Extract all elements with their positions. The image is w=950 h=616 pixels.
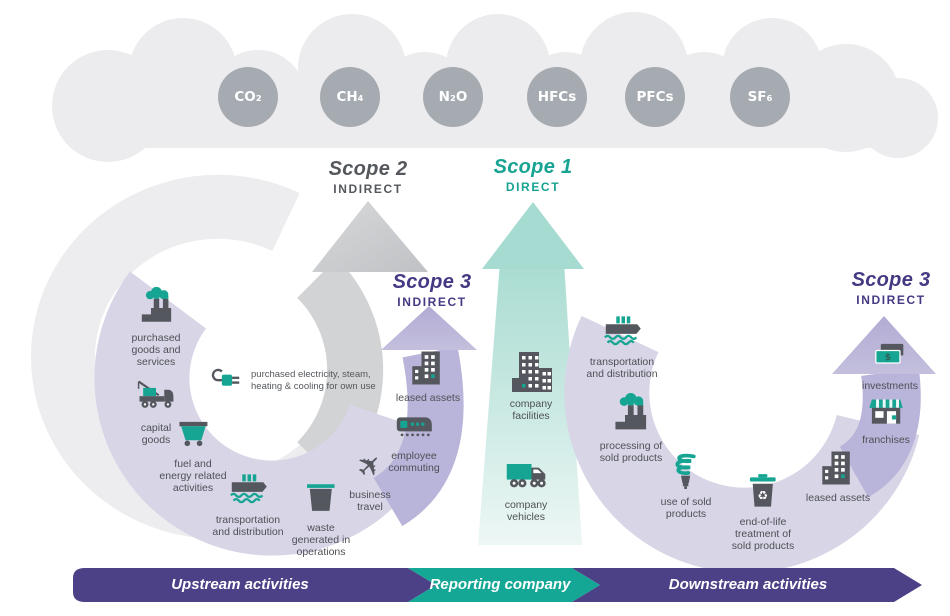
downstream-band-graphic bbox=[564, 315, 920, 573]
train-icon bbox=[393, 406, 435, 448]
truck-icon bbox=[504, 453, 548, 497]
scope1-title-block: Scope 1 DIRECT bbox=[494, 156, 573, 194]
activity-label: leased assets bbox=[805, 492, 871, 504]
scope2-title-block: Scope 2 INDIRECT bbox=[329, 158, 408, 196]
scope3-upstream-subtitle: INDIRECT bbox=[397, 295, 467, 309]
gas-badge-sf6: SF₆ bbox=[730, 67, 790, 127]
gas-badge-pfcs: PFCs bbox=[625, 67, 685, 127]
activity-leased-assets-downstream: leased assets bbox=[806, 446, 870, 504]
upstream-band-graphic bbox=[94, 271, 440, 556]
storefront-icon bbox=[866, 392, 906, 432]
airplane-icon bbox=[349, 445, 391, 487]
legend-downstream-segment bbox=[572, 568, 922, 602]
legend-reporting-label: Reporting company bbox=[429, 576, 571, 593]
scope1-arrow bbox=[478, 202, 584, 545]
factory-icon bbox=[608, 392, 654, 438]
scope1-subtitle: DIRECT bbox=[505, 180, 561, 194]
scope3-upstream-title-block: Scope 3 INDIRECT bbox=[393, 271, 472, 309]
legend-reporting-segment bbox=[408, 568, 600, 602]
legend-bar bbox=[73, 568, 922, 602]
legend-upstream-segment bbox=[73, 568, 436, 602]
gas-badge-hfcs: HFCs bbox=[527, 67, 587, 127]
ship-icon bbox=[601, 312, 643, 354]
legend-downstream-label: Downstream activities bbox=[668, 576, 828, 593]
activity-investments: investments bbox=[862, 338, 918, 392]
building-icon bbox=[816, 446, 860, 490]
banknotes-icon bbox=[870, 338, 910, 378]
mine-cart-icon bbox=[172, 414, 214, 456]
recycle-bin-icon bbox=[741, 470, 785, 514]
legend-upstream-label: Upstream activities bbox=[171, 576, 309, 593]
activity-franchises: franchises bbox=[862, 392, 910, 446]
scope3-downstream-title: Scope 3 bbox=[851, 269, 931, 291]
gas-badge-co2: CO₂ bbox=[218, 67, 278, 127]
scope3-downstream-title-block: Scope 3 INDIRECT bbox=[852, 269, 931, 307]
activity-label: franchises bbox=[862, 434, 910, 446]
gas-badge-ch4: CH₄ bbox=[320, 67, 380, 127]
activity-purchased-electricity: purchased electricity, steam,heating & c… bbox=[206, 362, 376, 400]
cfl-bulb-icon bbox=[664, 450, 708, 494]
activity-label: investments bbox=[861, 380, 919, 392]
clouds-graphic bbox=[52, 12, 938, 162]
scope2-title: Scope 2 bbox=[328, 158, 408, 180]
ship-icon bbox=[227, 470, 269, 512]
scope1-title: Scope 1 bbox=[493, 156, 573, 178]
plug-icon bbox=[206, 362, 244, 400]
activity-label: leased assets bbox=[395, 392, 461, 404]
scope2-subtitle: INDIRECT bbox=[333, 182, 403, 196]
buildings-icon bbox=[507, 348, 555, 396]
dumpster-icon bbox=[299, 476, 343, 520]
scope3-upstream-title: Scope 3 bbox=[392, 271, 472, 293]
building-icon bbox=[406, 346, 450, 390]
activity-label: purchased electricity, steam,heating & c… bbox=[251, 368, 376, 392]
scope3-downstream-subtitle: INDIRECT bbox=[856, 293, 926, 307]
factory-icon bbox=[134, 286, 178, 330]
gas-badge-n2o: N₂O bbox=[423, 67, 483, 127]
activity-leased-assets-upstream: leased assets bbox=[396, 346, 460, 404]
